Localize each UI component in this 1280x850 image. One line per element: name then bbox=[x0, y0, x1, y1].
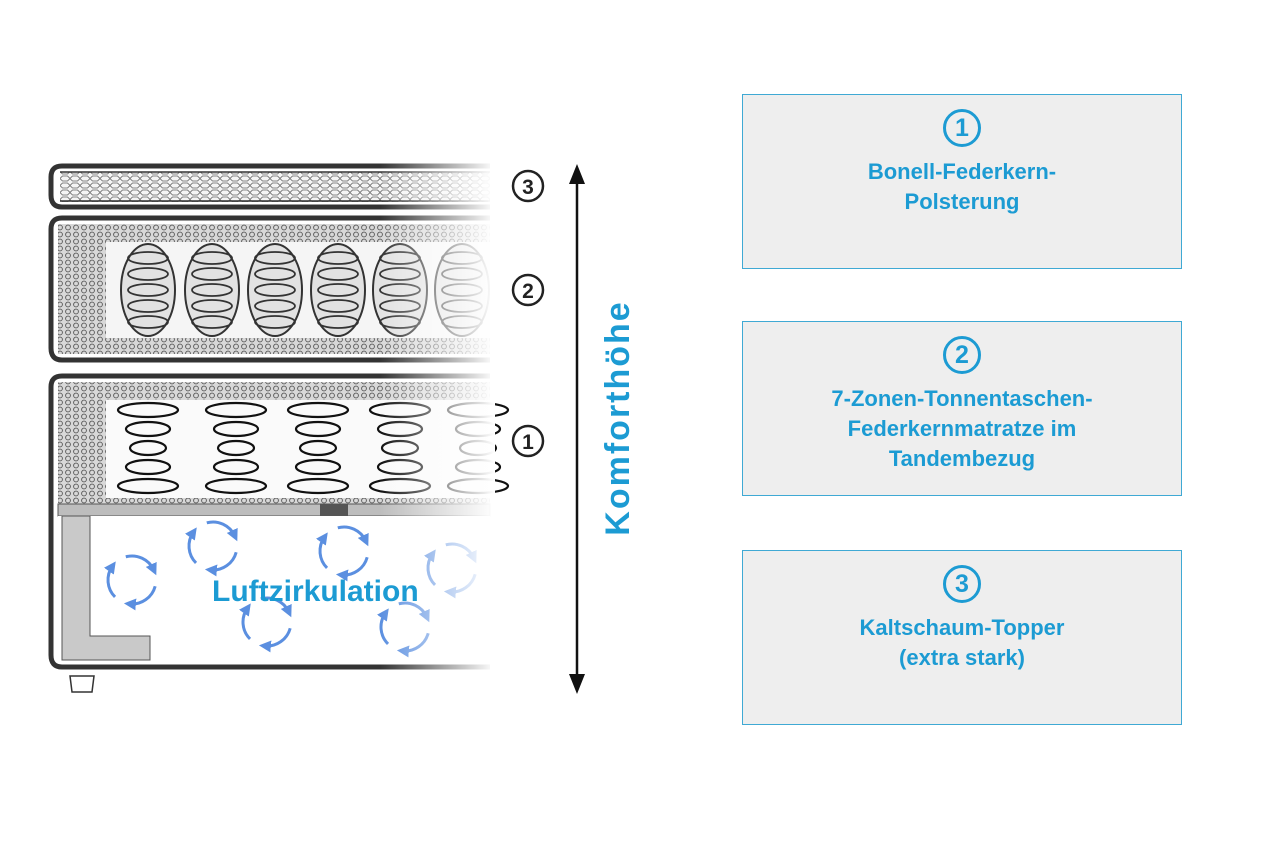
legend-number-2: 2 bbox=[943, 336, 981, 374]
legend-text-2: 7-Zonen-Tonnentaschen- Federkernmatratze… bbox=[743, 384, 1181, 474]
legend-number-1: 1 bbox=[943, 109, 981, 147]
legend-box-2: 2 7-Zonen-Tonnentaschen- Federkernmatrat… bbox=[742, 321, 1182, 496]
legend-line: Tandembezug bbox=[888, 446, 1036, 471]
mattress-cross-section-diagram: Luftzirkulation 3 2 1 Komforthöhe bbox=[48, 150, 637, 694]
layer-marker-1: 1 bbox=[511, 424, 545, 458]
legend-text-3: Kaltschaum-Topper (extra stark) bbox=[743, 613, 1181, 673]
air-arrow-cycle bbox=[238, 596, 292, 653]
legend-box-1: 1 Bonell-Federkern- Polsterung bbox=[742, 94, 1182, 269]
legend-line: Kaltschaum-Topper bbox=[859, 615, 1065, 640]
pocket-spring bbox=[120, 243, 176, 337]
air-arrow-cycle bbox=[315, 525, 369, 582]
svg-text:3: 3 bbox=[522, 176, 534, 199]
legend-line: Bonell-Federkern- bbox=[867, 159, 1057, 184]
legend-box-3: 3 Kaltschaum-Topper (extra stark) bbox=[742, 550, 1182, 725]
comfort-height-label: Komforthöhe bbox=[599, 300, 637, 535]
legend-line: Polsterung bbox=[904, 189, 1020, 214]
pocket-spring bbox=[184, 243, 240, 337]
svg-text:2: 2 bbox=[522, 280, 534, 303]
bonell-spring bbox=[286, 401, 350, 495]
legend-line: Federkernmatratze im bbox=[847, 416, 1077, 441]
legend-number-3: 3 bbox=[943, 565, 981, 603]
pocket-spring bbox=[310, 243, 366, 337]
pocket-spring bbox=[247, 243, 303, 337]
legend-text-1: Bonell-Federkern- Polsterung bbox=[743, 157, 1181, 217]
svg-text:1: 1 bbox=[522, 431, 534, 454]
bonell-spring bbox=[204, 401, 268, 495]
layer-marker-3: 3 bbox=[511, 169, 545, 203]
legend-line: 7-Zonen-Tonnentaschen- bbox=[831, 386, 1093, 411]
comfort-height-arrow bbox=[569, 164, 585, 694]
bonell-spring bbox=[116, 401, 180, 495]
air-arrow-cycle bbox=[103, 554, 157, 611]
air-circulation-label: Luftzirkulation bbox=[212, 575, 419, 608]
legend-line: (extra stark) bbox=[899, 645, 1025, 670]
layer-marker-2: 2 bbox=[511, 273, 545, 307]
air-arrow-cycle bbox=[184, 520, 238, 577]
